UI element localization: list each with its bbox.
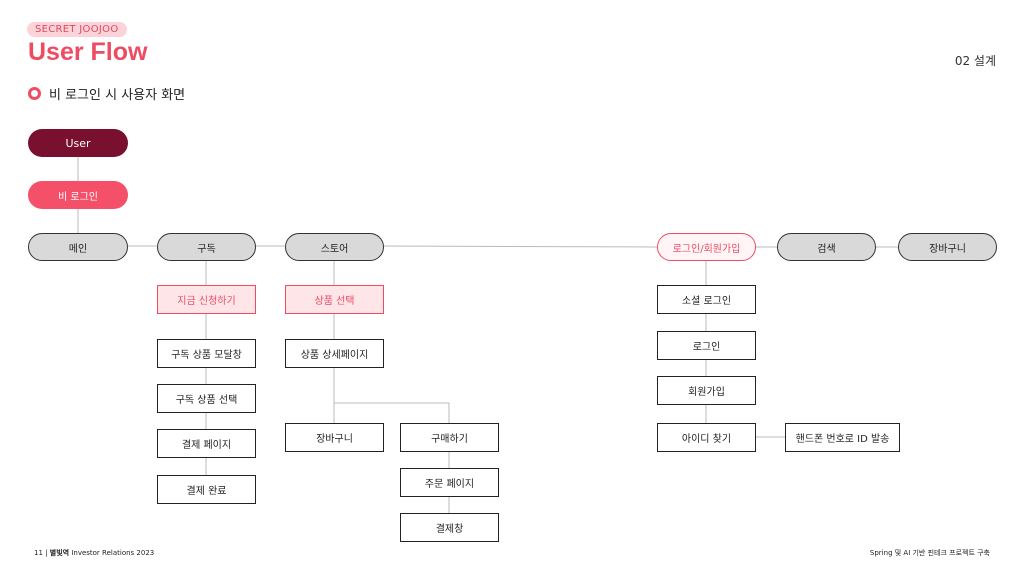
- footer-company: 별빛역: [49, 549, 70, 557]
- node-login: 로그인: [657, 331, 756, 360]
- footer-left: 11 | 별빛역 Investor Relations 2023: [34, 548, 154, 558]
- node-social-login: 소셜 로그인: [657, 285, 756, 314]
- node-non-login: 비 로그인: [28, 181, 128, 209]
- node-main: 메인: [28, 233, 128, 261]
- brand-tag: SECRET JOOJOO: [27, 22, 127, 37]
- node-phone-id: 핸드폰 번호로 ID 발송: [785, 423, 900, 452]
- node-product-select: 상품 선택: [285, 285, 384, 314]
- section-label: 02 설계: [954, 54, 996, 68]
- node-payment-done: 결제 완료: [157, 475, 256, 504]
- page-title: User Flow: [28, 38, 148, 66]
- node-order-page: 주문 페이지: [400, 468, 499, 497]
- node-payment-page: 결제 페이지: [157, 429, 256, 458]
- node-sub-select: 구독 상품 선택: [157, 384, 256, 413]
- node-signup: 회원가입: [657, 376, 756, 405]
- node-cart: 장바구니: [898, 233, 997, 261]
- subtitle-text: 비 로그인 시 사용자 화면: [49, 87, 186, 103]
- node-store: 스토어: [285, 233, 384, 261]
- footer-separator: |: [45, 549, 50, 557]
- node-sub-modal: 구독 상품 모달창: [157, 339, 256, 368]
- node-user: User: [28, 129, 128, 157]
- node-subscribe: 구독: [157, 233, 256, 261]
- node-login-signup: 로그인/회원가입: [657, 233, 756, 261]
- footer-project: Spring 및 AI 기반 핀테크 프로젝트 구축: [869, 549, 990, 557]
- node-find-id: 아이디 찾기: [657, 423, 756, 452]
- footer-report: Investor Relations 2023: [71, 549, 155, 557]
- footer-page-number: 11: [34, 549, 43, 557]
- node-checkout: 결제창: [400, 513, 499, 542]
- node-buy: 구매하기: [400, 423, 499, 452]
- node-search: 검색: [777, 233, 876, 261]
- ring-bullet-icon: [28, 86, 41, 100]
- node-store-cart: 장바구니: [285, 423, 384, 452]
- node-product-detail: 상품 상세페이지: [285, 339, 384, 368]
- section-subtitle: 비 로그인 시 사용자 화면: [28, 84, 186, 103]
- node-apply-now: 지금 신청하기: [157, 285, 256, 314]
